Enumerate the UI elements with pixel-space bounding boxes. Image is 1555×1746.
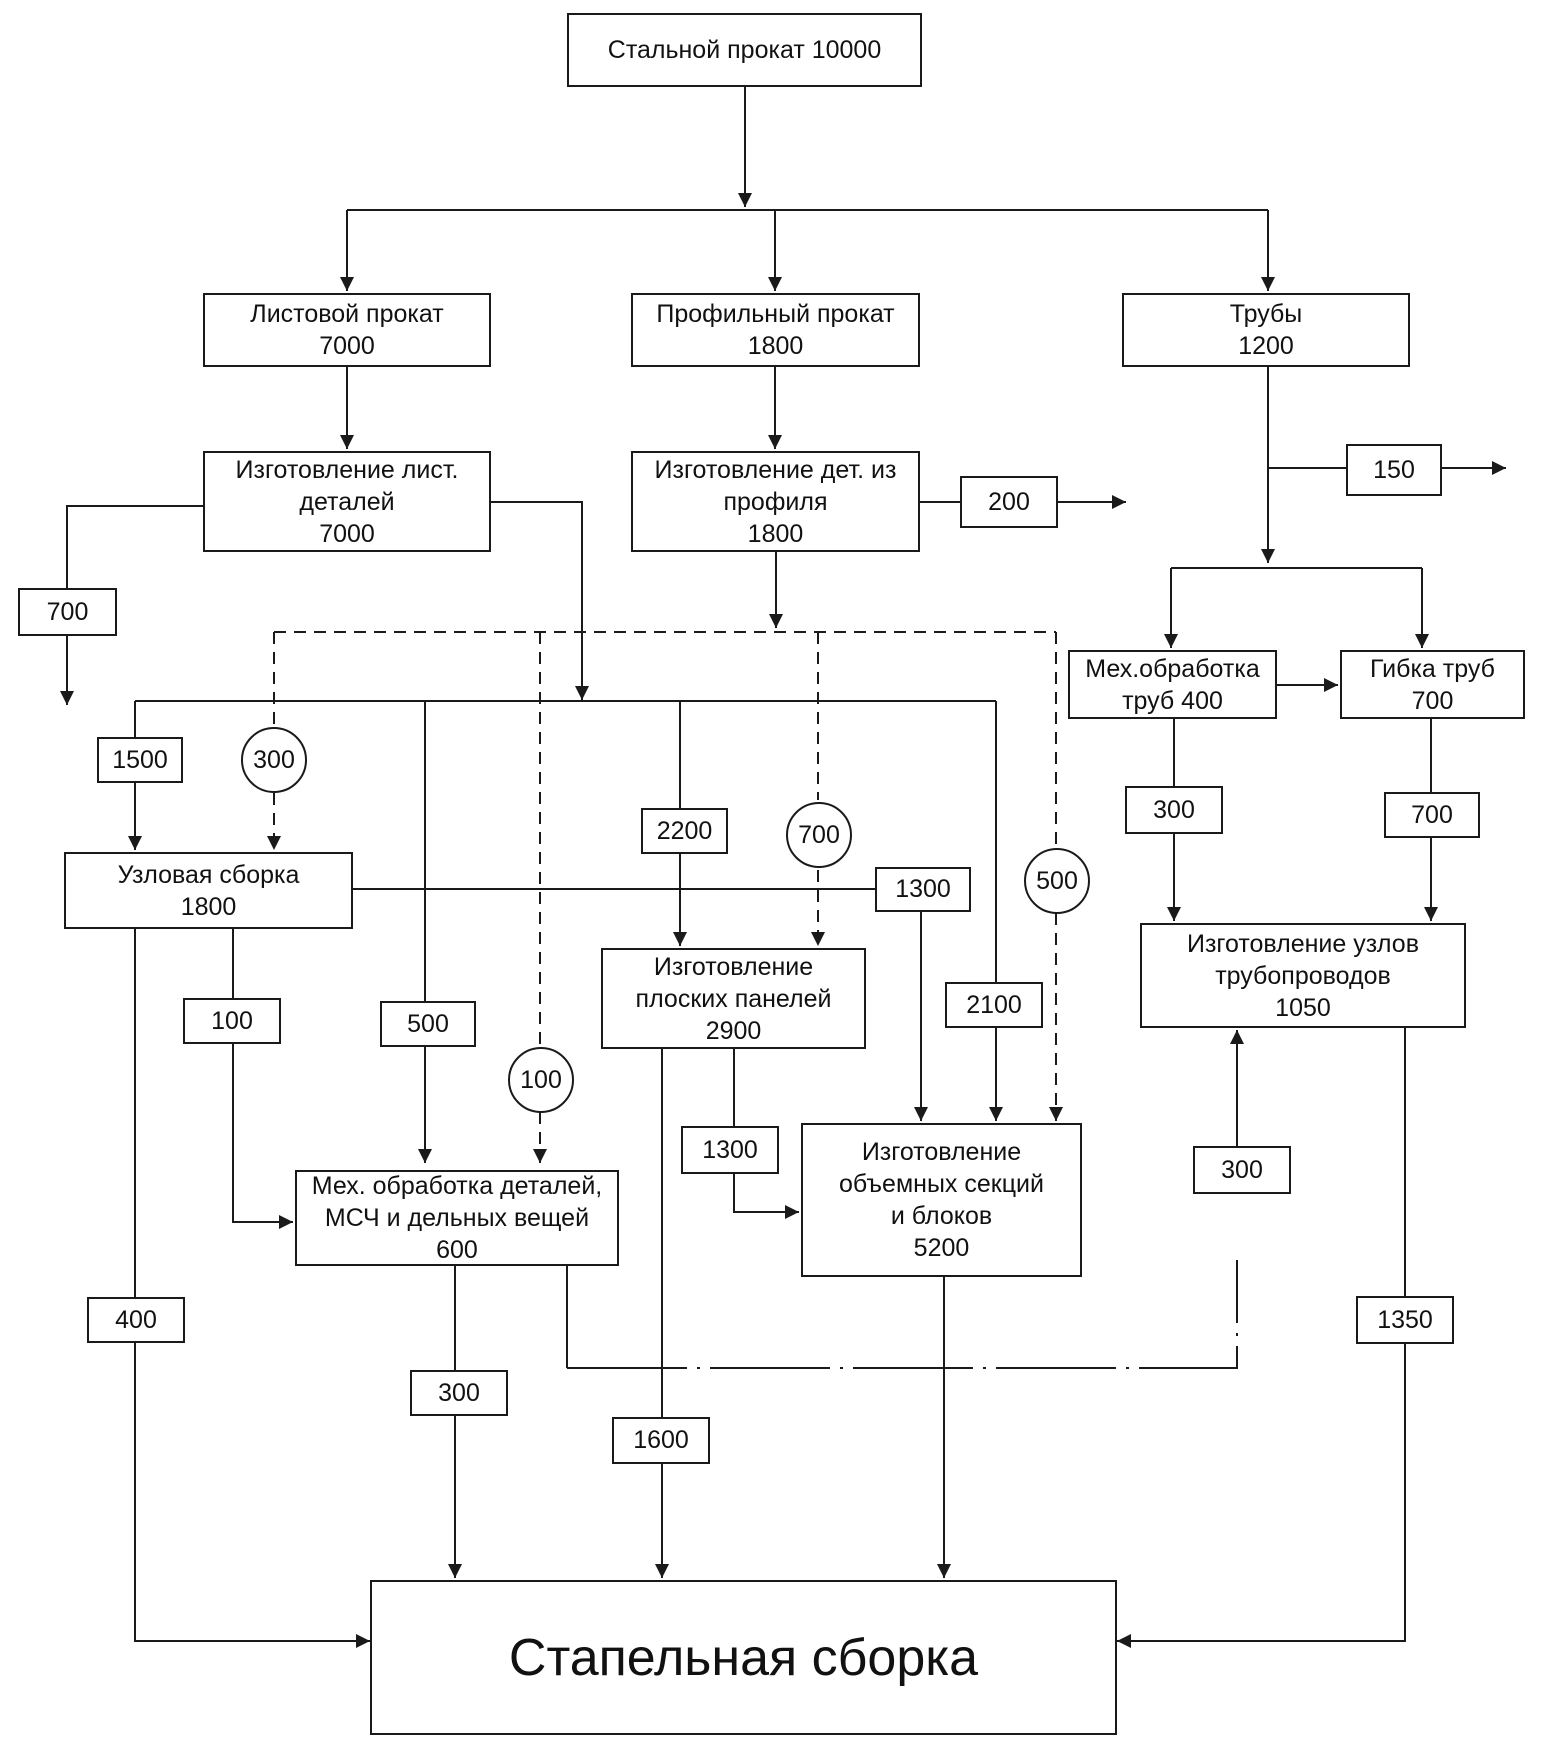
flow-label-waste-profile: 200 xyxy=(960,476,1058,528)
node-pipe-bending: Гибка труб 700 xyxy=(1340,650,1525,719)
node-profile-parts: Изготовление дет. из профиля 1800 xyxy=(631,451,920,552)
node-volume-sections-label: Изготовление объемных секций и блоков 52… xyxy=(839,1138,1044,1262)
flow-label-sheet-to-machining: 500 xyxy=(380,1001,476,1047)
node-flat-panels: Изготовление плоских панелей 2900 xyxy=(601,948,866,1049)
flow-label-pipe-units-to-slipway: 1350 xyxy=(1356,1296,1454,1344)
flow-label-panels-to-slipway: 1600 xyxy=(612,1417,710,1464)
node-pipe-bending-label: Гибка труб 700 xyxy=(1370,654,1495,715)
node-pipes: Трубы 1200 xyxy=(1122,293,1410,367)
node-sheet-rolling: Листовой прокат 7000 xyxy=(203,293,491,367)
node-slipway-assembly: Стапельная сборка xyxy=(370,1580,1117,1735)
node-profile-rolling-label: Профильный прокат 1800 xyxy=(656,300,895,360)
node-slipway-assembly-label: Стапельная сборка xyxy=(508,1628,979,1687)
flow-label-unit-to-slipway: 400 xyxy=(87,1297,185,1343)
node-profile-rolling: Профильный прокат 1800 xyxy=(631,293,920,367)
node-steel-rolling-label: Стальной прокат 10000 xyxy=(607,36,882,64)
flow-label-waste-pipes: 150 xyxy=(1346,444,1442,496)
profile-flow-to-unit: 300 xyxy=(241,727,307,793)
flow-label-machining-to-pipe-units: 300 xyxy=(1125,786,1223,834)
node-flat-panels-label: Изготовление плоских панелей 2900 xyxy=(635,952,832,1045)
flow-label-sheet-to-sections: 2100 xyxy=(945,982,1043,1028)
profile-flow-to-machining: 100 xyxy=(508,1047,574,1113)
node-profile-parts-label: Изготовление дет. из профиля 1800 xyxy=(654,455,897,548)
profile-flow-to-sections: 500 xyxy=(1024,848,1090,914)
node-pipes-label: Трубы 1200 xyxy=(1229,300,1303,360)
node-sheet-rolling-label: Листовой прокат 7000 xyxy=(250,300,444,360)
flow-label-sheet-to-panels: 2200 xyxy=(641,808,728,854)
node-steel-rolling: Стальной прокат 10000 xyxy=(567,13,922,87)
node-pipe-machining: Мех.обработка труб 400 xyxy=(1068,650,1277,719)
flow-label-machining-to-pipeline: 300 xyxy=(1193,1146,1291,1194)
flow-label-sheet-to-unit: 1500 xyxy=(97,737,183,783)
node-volume-sections: Изготовление объемных секций и блоков 52… xyxy=(801,1123,1082,1277)
node-machining-parts: Мех. обработка деталей, МСЧ и дельных ве… xyxy=(295,1170,619,1266)
node-pipeline-units-label: Изготовление узлов трубопроводов 1050 xyxy=(1187,929,1419,1022)
node-unit-assembly-label: Узловая сборка 1800 xyxy=(117,860,300,921)
node-pipeline-units: Изготовление узлов трубопроводов 1050 xyxy=(1140,923,1466,1028)
flow-label-unit-to-machining: 100 xyxy=(183,998,281,1044)
node-unit-assembly: Узловая сборка 1800 xyxy=(64,852,353,929)
node-machining-parts-label: Мех. обработка деталей, МСЧ и дельных ве… xyxy=(311,1172,603,1264)
flow-label-bending-to-pipe-units: 700 xyxy=(1384,792,1480,838)
flow-label-machining-to-slipway: 300 xyxy=(410,1370,508,1416)
flow-label-panels-to-sections: 1300 xyxy=(681,1126,779,1174)
profile-flow-to-panels: 700 xyxy=(786,802,852,868)
flow-label-unit-to-sections: 1300 xyxy=(875,867,971,912)
flow-label-waste-sheet: 700 xyxy=(18,588,117,636)
node-sheet-parts-label: Изготовление лист. деталей 7000 xyxy=(235,455,459,548)
node-pipe-machining-label: Мех.обработка труб 400 xyxy=(1085,654,1260,715)
node-sheet-parts: Изготовление лист. деталей 7000 xyxy=(203,451,491,552)
